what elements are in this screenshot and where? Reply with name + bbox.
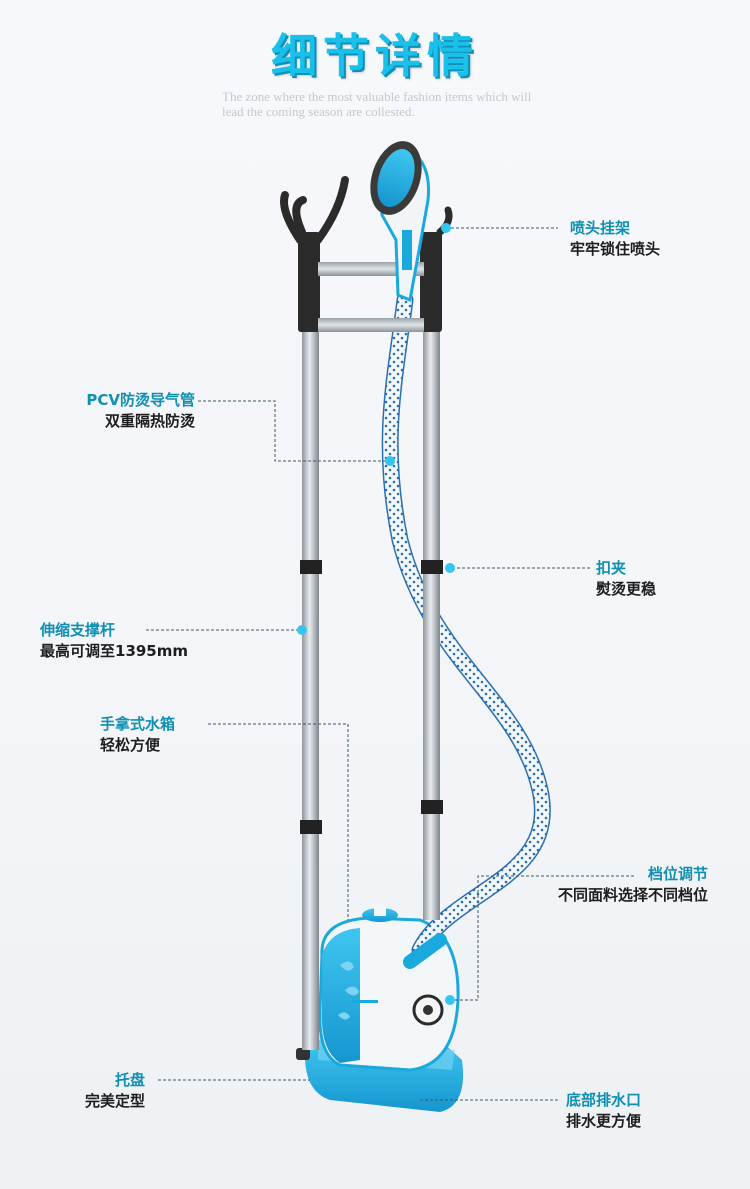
callout-desc: 牢牢锁住喷头 bbox=[570, 240, 661, 258]
subtitle-line-1: The zone where the most valuable fashion… bbox=[222, 89, 532, 104]
steam-hose bbox=[381, 291, 551, 969]
telescopic-poles bbox=[280, 176, 453, 1050]
callout-leaders bbox=[146, 227, 634, 1101]
callout-desc: 最高可调至1395mm bbox=[40, 642, 189, 660]
callout-title: 托盘 bbox=[114, 1071, 145, 1089]
callout-hose: PCV防烫导气管 双重隔热防烫 bbox=[86, 390, 195, 432]
callout-water-tank: 手拿式水箱 轻松方便 bbox=[100, 714, 175, 756]
callout-nozzle-holder: 喷头挂架 牢牢锁住喷头 bbox=[570, 218, 660, 260]
callout-dots bbox=[297, 223, 455, 1005]
callout-title: 伸缩支撑杆 bbox=[40, 621, 116, 639]
callout-tray: 托盘 完美定型 bbox=[85, 1070, 145, 1112]
callout-pole: 伸缩支撑杆 最高可调至1395mm bbox=[40, 620, 188, 662]
page-title: 细节详情 bbox=[271, 29, 479, 83]
callout-title: 底部排水口 bbox=[566, 1091, 642, 1109]
callout-desc: 不同面料选择不同档位 bbox=[557, 886, 708, 904]
callout-clip: 扣夹 熨烫更稳 bbox=[596, 558, 656, 600]
callout-desc: 排水更方便 bbox=[566, 1112, 642, 1130]
callout-title: PCV防烫导气管 bbox=[86, 391, 195, 409]
callout-drain: 底部排水口 排水更方便 bbox=[566, 1090, 641, 1132]
callout-title: 喷头挂架 bbox=[570, 219, 631, 237]
page-subtitle: The zone where the most valuable fashion… bbox=[222, 89, 602, 119]
subtitle-line-2: lead the coming season are collested. bbox=[222, 104, 415, 119]
callout-title: 档位调节 bbox=[647, 865, 708, 883]
callout-gear: 档位调节 不同面料选择不同档位 bbox=[558, 864, 708, 906]
callout-desc: 双重隔热防烫 bbox=[104, 412, 195, 430]
callout-title: 扣夹 bbox=[596, 559, 627, 577]
callout-desc: 完美定型 bbox=[84, 1092, 145, 1110]
callout-desc: 轻松方便 bbox=[100, 736, 161, 754]
callout-title: 手拿式水箱 bbox=[100, 715, 176, 733]
callout-desc: 熨烫更稳 bbox=[596, 580, 657, 598]
steam-nozzle-head bbox=[370, 141, 431, 303]
